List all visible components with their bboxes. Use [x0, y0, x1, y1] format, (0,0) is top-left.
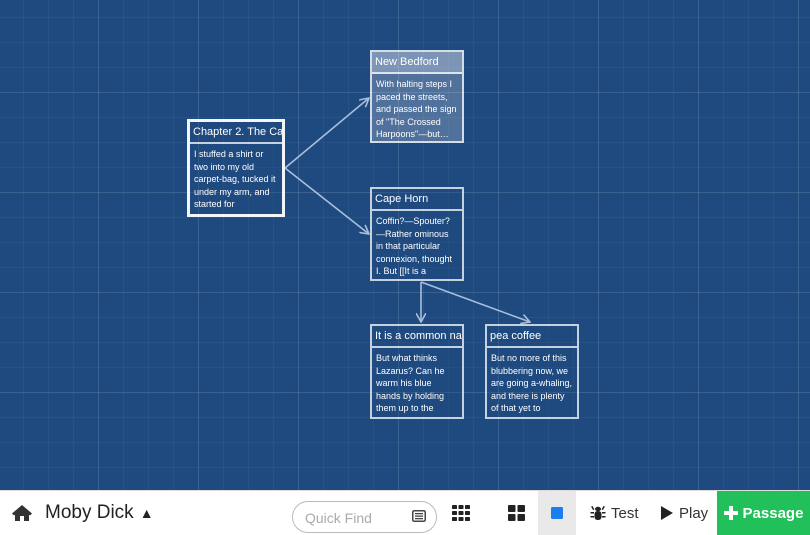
quick-find-field[interactable] [292, 501, 437, 533]
test-button[interactable]: Test [590, 491, 639, 535]
passage-card[interactable]: Chapter 2. The Carpet-Bag I stuffed a sh… [187, 119, 285, 217]
plus-icon [723, 506, 738, 520]
quick-find-input[interactable] [303, 503, 404, 533]
passage-title: It is a common name [372, 326, 462, 348]
zoom-small-button[interactable] [538, 491, 576, 535]
bug-icon [590, 505, 606, 520]
home-icon [12, 505, 32, 521]
play-icon [661, 506, 673, 520]
story-menu-button[interactable]: Moby Dick ▲ [45, 491, 154, 535]
quick-find-icon[interactable] [412, 510, 426, 522]
passage-excerpt: With halting steps I paced the streets, … [376, 79, 457, 139]
passage-card[interactable]: It is a common name But what thinks Laza… [370, 324, 464, 419]
passage-title: New Bedford [372, 52, 462, 74]
story-map-canvas[interactable]: Chapter 2. The Carpet-Bag I stuffed a sh… [0, 0, 810, 490]
passage-links [284, 0, 810, 490]
passage-label: Passage [742, 504, 804, 522]
passage-excerpt: I stuffed a shirt or two into my old car… [194, 149, 276, 209]
passage-card[interactable]: Cape Horn Coffin?—Spouter?—Rather ominou… [370, 187, 464, 281]
passage-card[interactable]: pea coffee But no more of this blubberin… [485, 324, 579, 419]
caret-up-icon: ▲ [139, 505, 154, 521]
zoom-medium-button[interactable] [498, 491, 534, 535]
play-label: Play [679, 504, 709, 522]
link-chapter2-to-new-bedford [284, 98, 369, 169]
zoom-small-icon [551, 507, 563, 519]
play-button[interactable]: Play [660, 491, 708, 535]
passage-title: Cape Horn [372, 189, 462, 211]
passage-title: pea coffee [487, 326, 577, 348]
test-label: Test [611, 504, 639, 522]
passage-excerpt: Coffin?—Spouter?—Rather ominous in that … [376, 216, 453, 276]
add-passage-button[interactable]: Passage [717, 491, 810, 535]
zoom-medium-icon [507, 505, 525, 521]
passage-excerpt: But no more of this blubbering now, we a… [491, 353, 573, 413]
passage-title: Chapter 2. The Carpet-Bag [190, 122, 282, 144]
story-title: Moby Dick [45, 502, 134, 523]
passage-excerpt: But what thinks Lazarus? Can he warm his… [376, 353, 445, 413]
link-cape-horn-to-pea-coffee [420, 281, 530, 322]
passage-card[interactable]: New Bedford With halting steps I paced t… [370, 50, 464, 143]
link-chapter2-to-cape-horn [284, 167, 369, 234]
zoom-large-icon [452, 505, 470, 521]
zoom-large-button[interactable] [452, 491, 470, 535]
library-home-button[interactable] [10, 491, 34, 535]
